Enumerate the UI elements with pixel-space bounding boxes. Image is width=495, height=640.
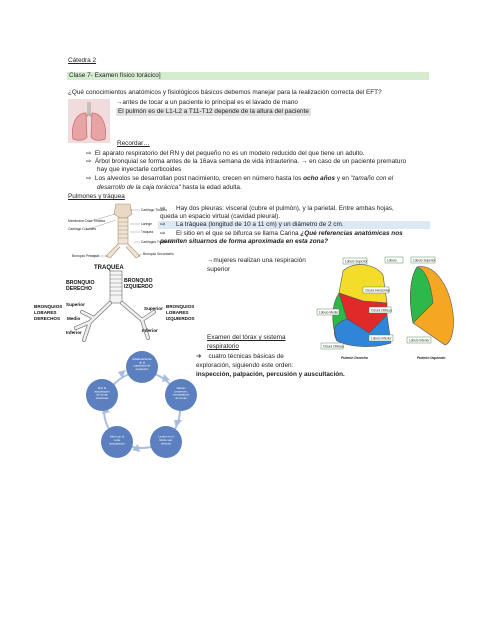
bullet-3-cont: desarrollo de la caja torácica" hasta la… xyxy=(97,184,242,191)
lobulo-inferior-right-label: Lóbulo Inferior xyxy=(371,337,392,341)
lobulo-sup-right-label: Lóbulo Superior xyxy=(345,260,368,264)
bronquio-secundario-label: Bronquio Secundario xyxy=(143,252,174,256)
bullet-arrow-icon: ⇨ xyxy=(86,158,92,165)
cricoides-label: Cartílago Cricoides xyxy=(68,227,96,231)
svg-text:IZQUIERDOS: IZQUIERDOS xyxy=(166,316,195,321)
lung-image xyxy=(68,99,110,143)
question-text: ¿Qué conocimientos anatómicos y fisiológ… xyxy=(68,89,382,96)
antes-text: →antes de tocar a un paciente lo princip… xyxy=(116,99,298,106)
carina-line-2: permiten situarnos de forma aproximada e… xyxy=(160,238,328,245)
bronchi-diagram: TRAQUEA BRONQUIO DERECHO BRONQUIO IZQUIE… xyxy=(34,262,204,348)
bullet-arrow-icon: ⇨ xyxy=(160,221,166,228)
bullet-arrow-icon: ⇨ xyxy=(160,230,166,237)
examen-line-3: inspección, palpación, percusión y auscu… xyxy=(196,371,345,378)
bullet-1: ⇨ El aparato respiratorio del RN y del p… xyxy=(86,150,365,157)
bullet-arrow-icon: ⇨ xyxy=(86,150,92,157)
membrana-label: Membrana Crico Tiroidea xyxy=(68,219,105,223)
medio-label: Medio xyxy=(67,316,80,321)
carina-line-1: ⇨ El sitio en el que se bifurca se llama… xyxy=(160,230,403,237)
pulmon-derecho-label: Pulmón Derecho xyxy=(341,356,368,360)
cisura-oblicua-right-label: Cisura Oblicua xyxy=(371,309,392,313)
bullet-2: ⇨ Árbol bronquial se forma antes de la 1… xyxy=(86,158,407,165)
cisura-oblicua-left-label: Cisura Oblicua xyxy=(323,345,344,349)
svg-text:LOBARES: LOBARES xyxy=(34,310,56,315)
traquea-label: TRAQUEA xyxy=(94,265,124,271)
svg-text:LOBARES: LOBARES xyxy=(166,310,188,315)
svg-text:DERECHOS: DERECHOS xyxy=(34,316,60,321)
svg-text:IZQUIERDO: IZQUIERDO xyxy=(124,284,153,290)
lobulo-medio-label: Lóbulo Medio xyxy=(319,311,338,315)
lung-lobes-diagram: Lóbulo Superior Cisura Horizontal Lóbulo… xyxy=(313,253,463,365)
arrow-icon: → xyxy=(207,257,214,264)
bullet-3: ⇨ Los alveolos se desarrollan post nacim… xyxy=(86,175,394,182)
bullet-arrow-icon: ⇨ xyxy=(86,175,92,182)
arrow-icon: → xyxy=(116,99,123,106)
trachea-diagram: Membrana Crico Tiroidea Cartílago Cricoi… xyxy=(68,202,178,264)
mujeres-line-2: superior xyxy=(207,266,231,273)
inferior-right-label: Inferior xyxy=(66,330,82,335)
bronquio-derecho-label: BRONQUIO xyxy=(66,280,95,286)
lobulo-sup-left-label: Lóbulo Superior xyxy=(413,259,436,263)
pulmones-heading: Pulmones y tráquea xyxy=(68,193,125,200)
pulmon-izquierdo-label: Pulmón Izquierdo xyxy=(417,356,445,360)
pulmon-text: El pulmón es de L1-L2 a T11-T12 depende … xyxy=(116,108,311,116)
svg-text:DERECHO: DERECHO xyxy=(66,286,92,292)
catedra-title: Cátedra 2 xyxy=(68,57,97,64)
arrow-icon: ➔ xyxy=(196,353,202,360)
recordar-heading: Recordar… xyxy=(117,140,150,147)
cartilagos-label: Cartílagos Traqueales xyxy=(141,240,174,244)
cisura-horizontal-label: Cisura Horizontal xyxy=(365,289,390,293)
traquea-small-label: Tráquea xyxy=(141,230,153,234)
lobulo-label: Lóbulo xyxy=(387,259,397,263)
superior-right-label: Superior xyxy=(66,302,85,307)
pleuras-line-1: ⇨ Hay dos pleuras: visceral (cubre el pu… xyxy=(160,205,394,212)
bullet-2-cont: hay que inyectarle corticoides xyxy=(97,166,182,173)
mujeres-line-1: →mujeres realizan una respiración xyxy=(207,257,306,264)
examen-line-1: ➔ cuatro técnicas básicas de xyxy=(196,353,284,360)
inferior-left-label: Inferior xyxy=(142,328,158,333)
examen-line-2: exploración, siguiendo este orden: xyxy=(196,362,294,369)
bullet-arrow-icon: ⇨ xyxy=(160,205,166,212)
superior-left-label: Superior xyxy=(144,306,163,311)
traquea-line: ⇨ La tráquea (longitud de 10 a 11 cm) y … xyxy=(158,221,430,229)
examen-title-1: Examen del tórax y sistema xyxy=(207,334,286,341)
tiroides-label: Cartílago Tiroides xyxy=(141,208,167,212)
class-title: Clase 7- Examen físico torácico] xyxy=(67,72,429,80)
pleuras-line-2: queda un espacio virtual (cavidad pleura… xyxy=(160,213,281,220)
laringe-label: Laringe xyxy=(141,222,152,226)
lobulo-inferior-left-label: Lóbulo Inferior xyxy=(409,339,430,343)
bronquio-izquierdo-label: BRONQUIO xyxy=(124,278,153,284)
bronquio-principal-label: Bronquio Principal xyxy=(72,254,99,258)
lobares-derechos-label: BRONQUIOS xyxy=(34,304,62,309)
lobares-izquierdos-label: BRONQUIOS xyxy=(166,304,194,309)
examen-title-2: respiratorio xyxy=(207,343,239,350)
